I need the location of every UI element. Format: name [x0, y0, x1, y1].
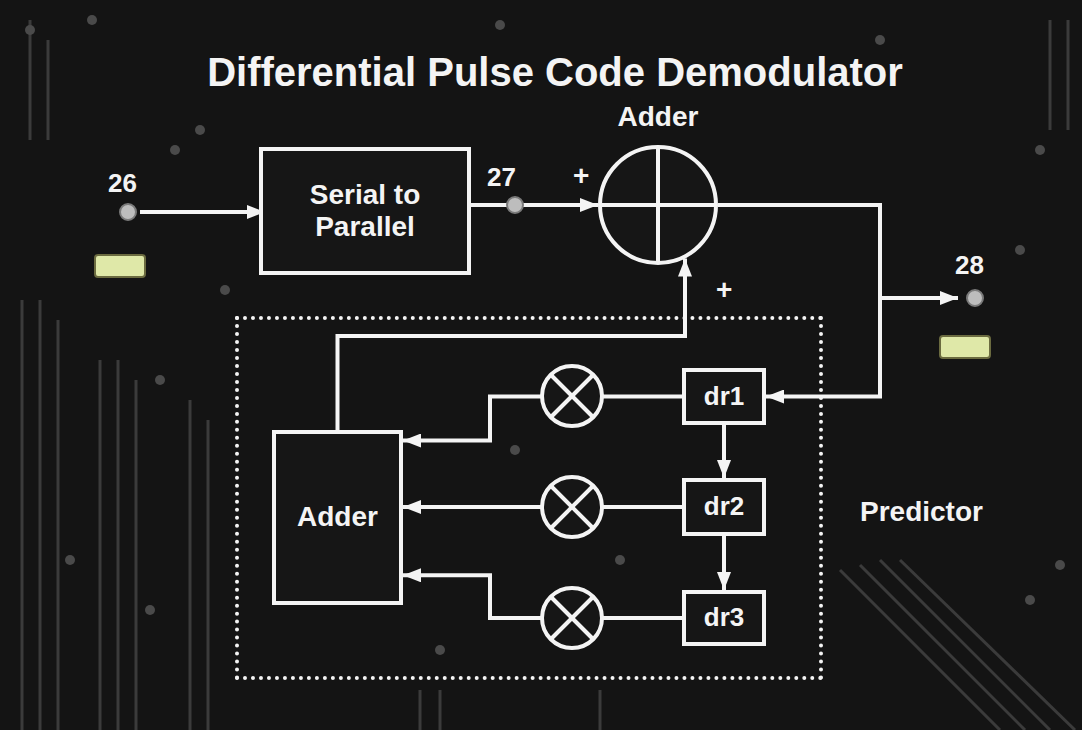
- connector-arrow: [471, 203, 598, 207]
- node-label: Adder: [297, 501, 378, 533]
- node-label: dr2: [704, 492, 744, 522]
- process-box: Serial to Parallel: [259, 147, 471, 275]
- callout-number: 27: [487, 162, 516, 193]
- pcb-trace: [22, 20, 1075, 730]
- diagram-title: Differential Pulse Code Demodulator: [105, 50, 1005, 95]
- multiplier-symbol: [542, 366, 602, 648]
- node-label: Serial to Parallel: [263, 179, 467, 243]
- predictor-region: Predictordr1Adderdr2dr3: [235, 316, 823, 680]
- node-label: Adder: [558, 101, 758, 133]
- callout-number: 26: [108, 168, 137, 199]
- adder-box: Adder: [272, 430, 403, 605]
- adder-cross: [600, 203, 716, 207]
- connector-arrow: [722, 425, 726, 478]
- node-label: Predictor: [860, 496, 983, 528]
- delay-box: dr3: [682, 590, 766, 646]
- connector-arrow: [722, 536, 726, 590]
- adder-circle: Adder: [598, 145, 718, 265]
- node-label: dr1: [704, 382, 744, 412]
- node-label: dr3: [704, 603, 744, 633]
- adder-symbol: [598, 145, 718, 265]
- connector-arrow: [338, 259, 686, 430]
- sign-label: +: [716, 274, 732, 306]
- adder-outline: [600, 147, 716, 263]
- delay-box: dr1: [682, 368, 766, 425]
- delay-box: dr2: [682, 478, 766, 536]
- output-wire: [880, 296, 958, 300]
- sign-label: +: [573, 160, 589, 192]
- test-point: [120, 197, 983, 306]
- led: [95, 255, 990, 358]
- pcb-via: [25, 15, 1065, 655]
- callout-number: 28: [955, 250, 984, 281]
- input-wire: [140, 210, 265, 214]
